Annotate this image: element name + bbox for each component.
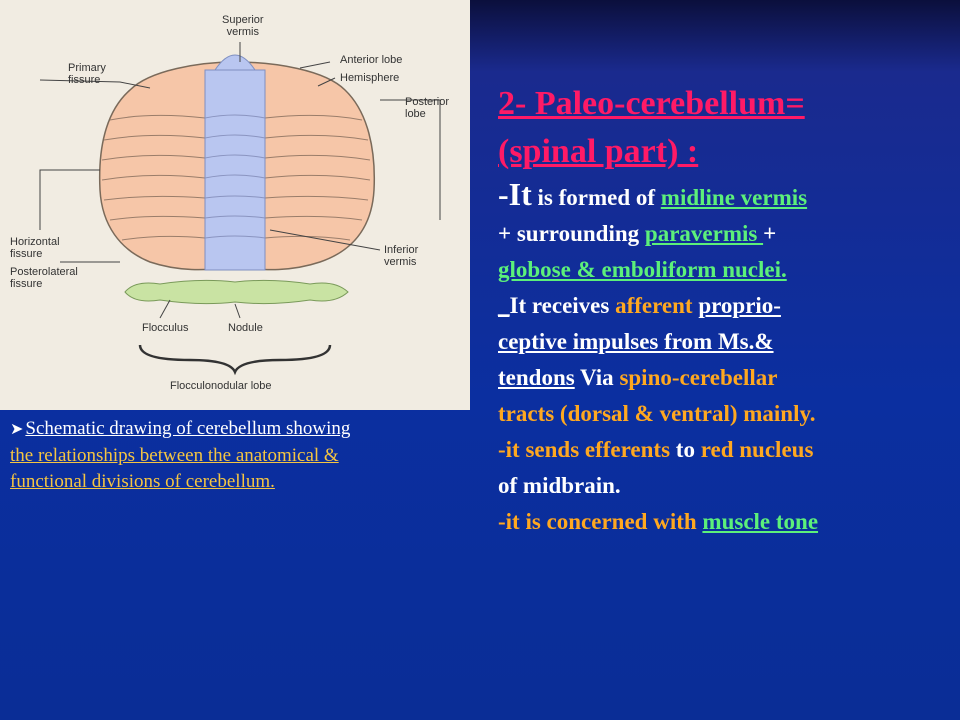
paragraph-formed: -It is formed of midline vermis + surrou… xyxy=(498,176,808,282)
caption-line-2: the relationships between the anatomical… xyxy=(10,445,339,466)
term-red-nucleus: red nucleus xyxy=(700,437,814,462)
caption-line-1: Schematic drawing of cerebellum showing xyxy=(25,418,351,439)
label-anterior-lobe: Anterior lobe xyxy=(340,54,403,66)
paragraph-receives: _It receives afferent proprio- ceptive i… xyxy=(498,293,816,426)
label-nodule: Nodule xyxy=(228,322,263,334)
term-afferent: afferent xyxy=(615,293,693,318)
paragraph-concerned: -it is concerned with muscle tone xyxy=(498,509,819,534)
label-flocculonodular-lobe: Flocculonodular lobe xyxy=(170,380,272,392)
folia-lines xyxy=(101,114,371,241)
term-nuclei: globose & emboliform nuclei. xyxy=(498,257,787,282)
title-line-1: 2- Paleo-cerebellum= xyxy=(498,85,805,122)
term-spino-cerebellar: spino-cerebellar xyxy=(619,365,778,390)
term-muscle-tone: muscle tone xyxy=(702,509,819,534)
arrow-bullet-icon: ➤ xyxy=(10,421,24,438)
caption-line-3: functional divisions of cerebellum. xyxy=(10,471,275,492)
term-efferents: efferents xyxy=(584,437,671,462)
superior-vermis-tip xyxy=(214,54,256,71)
label-hemisphere: Hemisphere xyxy=(340,72,400,84)
main-text: 2- Paleo-cerebellum= (spinal part) : -It… xyxy=(498,80,953,540)
term-paravermis: paravermis xyxy=(644,221,764,246)
title-line-2: (spinal part) : xyxy=(498,133,699,170)
label-flocculus: Flocculus xyxy=(142,322,189,334)
term-tracts: tracts (dorsal & ventral) mainly. xyxy=(498,401,816,426)
cerebellum-diagram xyxy=(39,42,441,376)
term-midline-vermis: midline vermis xyxy=(660,185,808,210)
paragraph-sends: -it sends efferents to red nucleus of mi… xyxy=(498,437,814,498)
figure-caption: ➤Schematic drawing of cerebellum showing… xyxy=(10,416,466,495)
brace xyxy=(138,344,332,376)
flocculonodular-lobe-shape xyxy=(124,279,349,305)
vermis-band xyxy=(204,69,266,271)
leader-lines xyxy=(39,42,441,319)
